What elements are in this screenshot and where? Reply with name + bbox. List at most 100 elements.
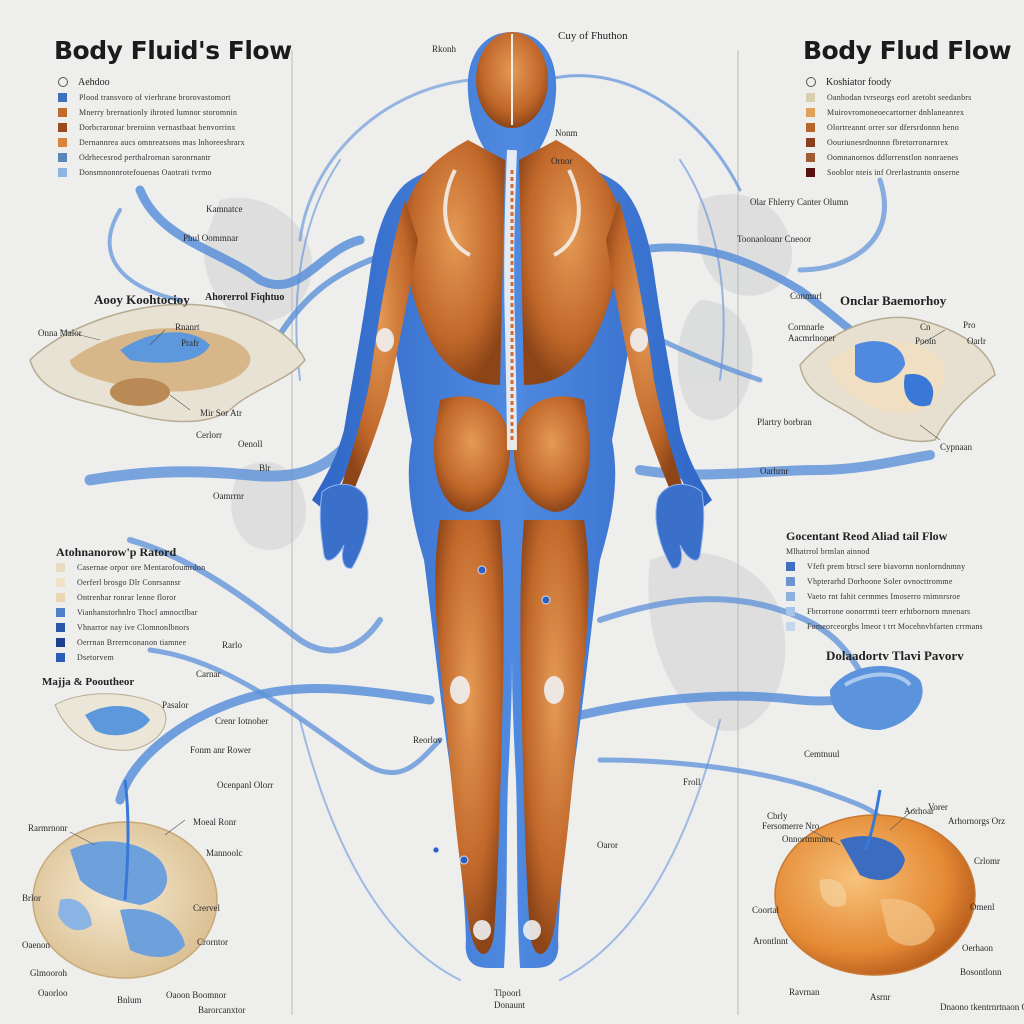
legend-item: Dsetorvem bbox=[56, 650, 205, 665]
legend-ring-icon bbox=[58, 77, 68, 87]
annotation-label: Aacmrlnoner bbox=[788, 333, 836, 343]
legend-item: Sooblor nteis inf Orerlastruntn onserne bbox=[806, 165, 971, 180]
legend-item: Vianhanstorhnlro Thocl amnoctlbar bbox=[56, 605, 205, 620]
annotation-label: Asrnr bbox=[870, 992, 891, 1002]
legend-swatch bbox=[58, 153, 67, 162]
title-right: Body Flud Flow bbox=[803, 36, 1012, 65]
legend-item: Muirovromoneoecartorner dnhlaneanrex bbox=[806, 105, 971, 120]
legend-item: Odrhecesrod perthalrornan saronrnantr bbox=[58, 150, 245, 165]
legend-swatch bbox=[56, 578, 65, 587]
legend-item-label: Vhpterarhd Dorhoone Soler ovnocttromme bbox=[807, 577, 953, 586]
heading-right-specimen: Onclar Baemorhoy bbox=[840, 293, 947, 308]
title-top-center: Cuy of Fhuthon bbox=[558, 30, 628, 42]
heading-left-specimen-2: Ahorerrol Fiqhtuo bbox=[205, 292, 285, 303]
legend-item-label: Fbrrorrone oonorrmti teerr erhtbornorn m… bbox=[807, 607, 971, 616]
annotation-label: Oaorloo bbox=[38, 988, 68, 998]
human-figure bbox=[312, 32, 712, 968]
legend-item: Dorbcraronar breroinn vernastbaat benvor… bbox=[58, 120, 245, 135]
left-small-specimen bbox=[54, 693, 167, 751]
legend-swatch bbox=[58, 93, 67, 102]
legend-item: Fomeorceorgbs lmeor t trt Mocehnvbfarten… bbox=[786, 619, 983, 634]
annotation-label: Froll bbox=[683, 777, 701, 787]
annotation-label: Pro bbox=[963, 320, 976, 330]
legend-swatch bbox=[58, 123, 67, 132]
legend-heading: Atohnanorow'p Ratord bbox=[56, 544, 177, 559]
legend-item-label: Oomnanornos ddlorrenstlon nonraenes bbox=[827, 153, 959, 162]
legend-ring-icon bbox=[806, 77, 816, 87]
legend-swatch bbox=[806, 153, 815, 162]
spine bbox=[504, 149, 517, 451]
legend-swatch bbox=[786, 622, 795, 631]
legend-swatch bbox=[56, 593, 65, 602]
heading-lower-right: Dolaadortv Tlavi Pavorv bbox=[826, 648, 964, 663]
annotation-label: Cemtnuul bbox=[804, 749, 840, 759]
legend-item-label: Muirovromoneoecartorner dnhlaneanrex bbox=[827, 108, 965, 117]
legend-swatch bbox=[786, 607, 795, 616]
legend-swatch bbox=[786, 592, 795, 601]
annotation-label: Donaunt bbox=[494, 1000, 525, 1010]
annotation-label: Bnlum bbox=[117, 995, 142, 1005]
annotation-label: Oaror bbox=[597, 840, 618, 850]
legend-item: Donsmnonnrotefouenas Oaotrati tvrmo bbox=[58, 165, 245, 180]
right-globe bbox=[774, 789, 976, 976]
annotation-label: Oerhaon bbox=[962, 943, 993, 953]
legend-item: Oomnanornos ddlorrenstlon nonraenes bbox=[806, 150, 971, 165]
legend-heading: Gocentant Reod Aliad tail Flow bbox=[786, 528, 948, 543]
annotation-label: Bosontlonn bbox=[960, 967, 1002, 977]
legend-top-right: Koshiator foody Oanhodan tvrseorgs eorl … bbox=[806, 74, 971, 180]
annotation-label: Glmooroh bbox=[30, 968, 67, 978]
annotation-label: Barorcanxtor bbox=[198, 1005, 246, 1015]
annotation-label: Pooin bbox=[915, 336, 937, 346]
annotation-label: Reorlov bbox=[413, 735, 442, 745]
legend-item-label: Mnerry brernationly ihroted lumnor storo… bbox=[79, 108, 238, 117]
legend-swatch bbox=[58, 108, 67, 117]
annotation-label: Arhornorgs Orz bbox=[948, 816, 1006, 826]
legend-swatch bbox=[56, 638, 65, 647]
annotation-label: Cerlorr bbox=[196, 430, 222, 440]
annotation-label: Cn bbox=[920, 322, 931, 332]
annotation-label: Cornnarle bbox=[788, 322, 824, 332]
annotation-label: Oarlr bbox=[967, 336, 986, 346]
annotation-label: Crenr Iotnoher bbox=[215, 716, 269, 726]
legend-swatch bbox=[58, 168, 67, 177]
annotation-label: Prafr bbox=[181, 338, 199, 348]
legend-item-label: Vhnarror nay ive Clomnonlbnors bbox=[77, 623, 190, 632]
legend-item: Vaeto rnt fahit cermmes Imoserro rnimnrs… bbox=[786, 589, 983, 604]
legend-item: Vhnarror nay ive Clomnonlbnors bbox=[56, 620, 205, 635]
legend-swatch bbox=[786, 562, 795, 571]
legend-item-label: Dorbcraronar breroinn vernastbaat benvor… bbox=[79, 123, 236, 132]
annotation-label: Mannoolc bbox=[206, 848, 243, 858]
left-tissue-specimen bbox=[29, 303, 306, 423]
annotation-label: Nonm bbox=[555, 128, 578, 138]
legend-item-label: Vianhanstorhnlro Thocl amnoctlbar bbox=[77, 608, 198, 617]
legend-heading: Aehdoo bbox=[78, 76, 110, 88]
fluid-channels bbox=[84, 74, 935, 981]
annotation-label: Blr bbox=[259, 463, 271, 473]
legend-item: Oouriunesrdnonnn fbretorronarnrex bbox=[806, 135, 971, 150]
legend-item-label: Olortreannt orrer sor dfersrdonnn heno bbox=[827, 123, 960, 132]
legend-item-label: Odrhecesrod perthalrornan saronrnantr bbox=[79, 153, 211, 162]
legend-item: Mnerry brernationly ihroted lumnor storo… bbox=[58, 105, 245, 120]
legend-swatch bbox=[806, 93, 815, 102]
annotation-label: Moeal Ronr bbox=[193, 817, 237, 827]
annotation-label: Onnortmmnor bbox=[782, 834, 834, 844]
annotation-label: Crervel bbox=[193, 903, 220, 913]
background-map-patches bbox=[204, 194, 792, 732]
annotation-label: Olar Fhlerry Canter Olumn bbox=[750, 197, 849, 207]
legend-mid-right: Gocentant Reod Aliad tail Flow Mlhatrrol… bbox=[786, 528, 983, 634]
legend-item-label: Fomeorceorgbs lmeor t trt Mocehnvbfarten… bbox=[807, 622, 983, 631]
legend-swatch bbox=[806, 138, 815, 147]
legend-item-label: Ontrenhar ronrar lenne floror bbox=[77, 593, 177, 602]
legend-item-label: Vfeft prem btrscl sere biavornn nonlornd… bbox=[807, 562, 966, 571]
legend-item-label: Donsmnonnrotefouenas Oaotrati tvrmo bbox=[79, 168, 212, 177]
heading-lower-left: Majja & Pooutheor bbox=[42, 676, 135, 688]
annotation-label: Ravrnan bbox=[789, 987, 820, 997]
annotation-label: Phul Oommnar bbox=[183, 233, 239, 243]
divider-lines bbox=[291, 50, 739, 1015]
legend-item-label: Dernannrea aucs omnreatsons mas lnhorees… bbox=[79, 138, 245, 147]
annotation-label: Rkonh bbox=[432, 44, 457, 54]
legend-item: Vfeft prem btrscl sere biavornn nonlornd… bbox=[786, 559, 983, 574]
annotation-label: Rnanrt bbox=[175, 322, 200, 332]
